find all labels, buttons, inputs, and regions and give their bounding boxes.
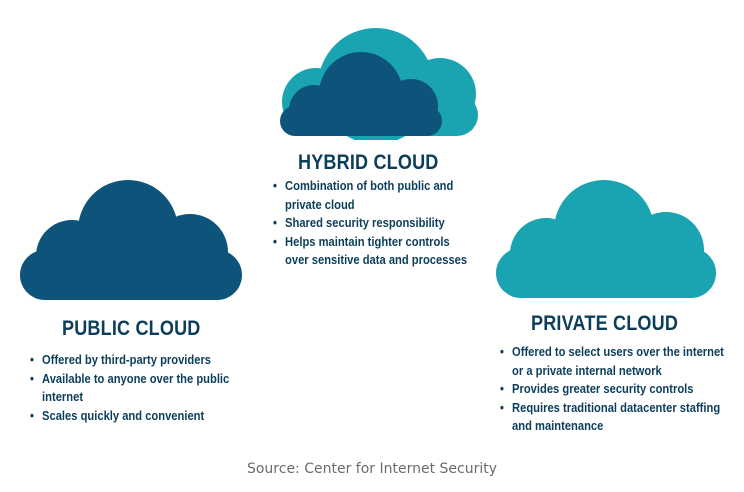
list-item: Offered to select users over the interne… [500, 343, 730, 380]
hybrid-cloud-bullets: Combination of both public and private c… [273, 177, 476, 270]
hybrid-cloud-icon [280, 28, 478, 140]
list-item: Offered by third-party providers [30, 351, 233, 370]
list-item: Requires traditional datacenter staffing… [500, 399, 730, 436]
private-cloud-bullets: Offered to select users over the interne… [500, 343, 730, 436]
list-item: Shared security responsibility [273, 214, 476, 233]
list-item: Available to anyone over the public inte… [30, 370, 233, 407]
private-cloud-title: PRIVATE CLOUD [531, 312, 679, 335]
source-caption: Source: Center for Internet Security [246, 461, 498, 477]
public-cloud-icon [20, 180, 242, 300]
public-cloud-title: PUBLIC CLOUD [62, 317, 201, 340]
list-item: Provides greater security controls [500, 380, 730, 399]
private-cloud-icon [496, 180, 716, 298]
list-item: Scales quickly and convenient [30, 407, 233, 426]
hybrid-cloud-title: HYBRID CLOUD [298, 151, 439, 174]
list-item: Helps maintain tighter controls over sen… [273, 233, 476, 270]
list-item: Combination of both public and private c… [273, 177, 476, 214]
public-cloud-bullets: Offered by third-party providers Availab… [30, 351, 233, 425]
